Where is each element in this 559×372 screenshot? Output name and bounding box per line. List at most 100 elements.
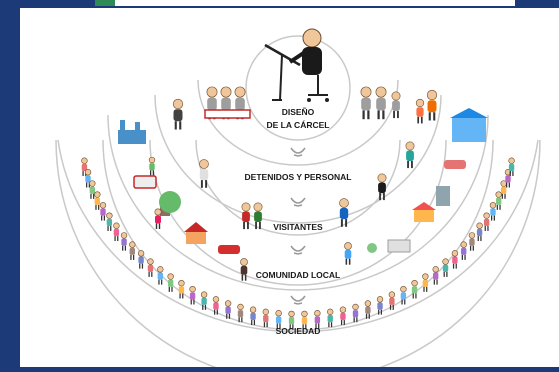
crowd-person-icon bbox=[189, 285, 196, 305]
crowd-person-icon bbox=[400, 285, 407, 305]
crowd-person-icon bbox=[137, 250, 145, 269]
crowd-person-icon bbox=[147, 258, 154, 277]
crowd-person-icon bbox=[99, 202, 107, 221]
ring-inner2 bbox=[154, 94, 442, 224]
shrub-icon bbox=[367, 243, 377, 253]
crowd-person-icon bbox=[106, 212, 113, 231]
house-icon bbox=[414, 210, 434, 222]
crowd-person-icon bbox=[476, 222, 483, 242]
crowd-person-icon bbox=[212, 296, 220, 315]
factory-chimney bbox=[120, 120, 125, 132]
crowd-person-icon bbox=[157, 266, 164, 285]
school-roof bbox=[450, 108, 488, 118]
crowd-person-icon bbox=[327, 308, 334, 328]
crowd-person-icon bbox=[224, 300, 232, 319]
crowd-person-icon bbox=[113, 222, 120, 242]
icon-layer bbox=[81, 28, 515, 330]
staff-member-icon bbox=[415, 98, 425, 124]
school-building-icon bbox=[452, 118, 486, 142]
crowd-person-icon bbox=[432, 266, 439, 285]
barrier-icon bbox=[204, 109, 251, 119]
crowd-person-icon bbox=[483, 212, 490, 231]
visitor-icon bbox=[253, 202, 263, 230]
crowd-person-icon bbox=[500, 180, 507, 199]
down-arrow-icon bbox=[290, 147, 306, 157]
level-label-society: SOCIEDAD bbox=[276, 326, 321, 336]
crowd-person-icon bbox=[364, 300, 372, 319]
person-icon bbox=[154, 208, 162, 229]
crowd-person-icon bbox=[288, 310, 295, 330]
crowd-person-icon bbox=[94, 191, 101, 210]
crowd-person-icon bbox=[376, 296, 384, 315]
detainee-group-icon bbox=[360, 86, 372, 120]
visitor-icon bbox=[405, 141, 415, 169]
ring-detainees-staff bbox=[195, 139, 401, 236]
person-icon bbox=[148, 156, 156, 176]
crowd-person-icon bbox=[339, 306, 347, 326]
ring-society bbox=[55, 139, 541, 372]
truck-icon bbox=[387, 239, 411, 253]
crowd-person-icon bbox=[489, 202, 497, 221]
crowd-person-icon bbox=[451, 250, 459, 269]
crowd-person-icon bbox=[167, 273, 174, 292]
level-label-design-line2: DE LA CÁRCEL bbox=[267, 120, 330, 130]
ambulance-icon bbox=[133, 175, 157, 189]
factory-icon bbox=[118, 130, 146, 144]
down-arrow-icon bbox=[290, 197, 306, 207]
crowd-person-icon bbox=[352, 303, 359, 323]
visitor-icon bbox=[339, 198, 349, 227]
ring-local-community bbox=[102, 139, 494, 331]
apartment-building-icon bbox=[436, 186, 450, 206]
crowd-person-icon bbox=[120, 232, 128, 251]
detainee-icon bbox=[375, 86, 387, 120]
person-icon bbox=[344, 242, 352, 265]
crowd-person-icon bbox=[388, 291, 396, 310]
top-band bbox=[95, 0, 515, 6]
staff-member-icon bbox=[377, 173, 387, 201]
crowd-person-icon bbox=[504, 169, 512, 188]
crowd-person-icon bbox=[314, 310, 321, 329]
staff-member-icon bbox=[426, 89, 438, 121]
designer-at-drafting-table-icon bbox=[264, 28, 329, 102]
crowd-person-icon bbox=[89, 180, 96, 199]
crowd-person-icon bbox=[275, 310, 282, 329]
level-arrows bbox=[290, 147, 306, 305]
crowd-person-icon bbox=[200, 291, 208, 310]
level-label-local-community: COMUNIDAD LOCAL bbox=[256, 270, 341, 280]
car-icon bbox=[218, 245, 240, 254]
level-label-design-line1: DISEÑO bbox=[282, 107, 315, 117]
level-label-visitors: VISITANTES bbox=[273, 222, 323, 232]
factory-chimney bbox=[135, 122, 140, 132]
crowd-person-icon bbox=[442, 258, 449, 277]
top-band-accent bbox=[95, 0, 115, 6]
down-arrow-icon bbox=[290, 245, 306, 255]
detainee-icon bbox=[391, 91, 401, 119]
house-icon bbox=[186, 232, 206, 244]
visitor-family-icon bbox=[241, 202, 251, 230]
crowd-person-icon bbox=[249, 306, 257, 326]
center-circle bbox=[245, 35, 351, 141]
house-roof bbox=[184, 222, 208, 232]
crowd-person-icon bbox=[262, 308, 269, 328]
crowd-person-icon bbox=[468, 232, 476, 251]
house-roof bbox=[412, 202, 436, 210]
ring-mid bbox=[107, 114, 489, 291]
crowd-person-icon bbox=[495, 191, 502, 210]
crowd-person-icon bbox=[411, 279, 418, 299]
crowd-person-icon bbox=[422, 273, 429, 292]
crowd-person-icon bbox=[129, 241, 136, 260]
crowd-person-icon bbox=[237, 303, 244, 323]
ring-outer bbox=[57, 139, 539, 333]
level-label-detainees-staff: DETENIDOS Y PERSONAL bbox=[245, 172, 352, 182]
person-icon bbox=[240, 258, 248, 281]
crowd-person-icon bbox=[460, 241, 467, 260]
tree-icon bbox=[159, 191, 181, 213]
crowd-person-icon bbox=[301, 310, 308, 330]
staff-member-icon bbox=[172, 98, 184, 130]
staff-member-icon bbox=[199, 159, 209, 188]
crowd-person-icon bbox=[178, 279, 185, 299]
car-icon bbox=[444, 160, 466, 169]
crowd-person-icon bbox=[508, 157, 515, 177]
